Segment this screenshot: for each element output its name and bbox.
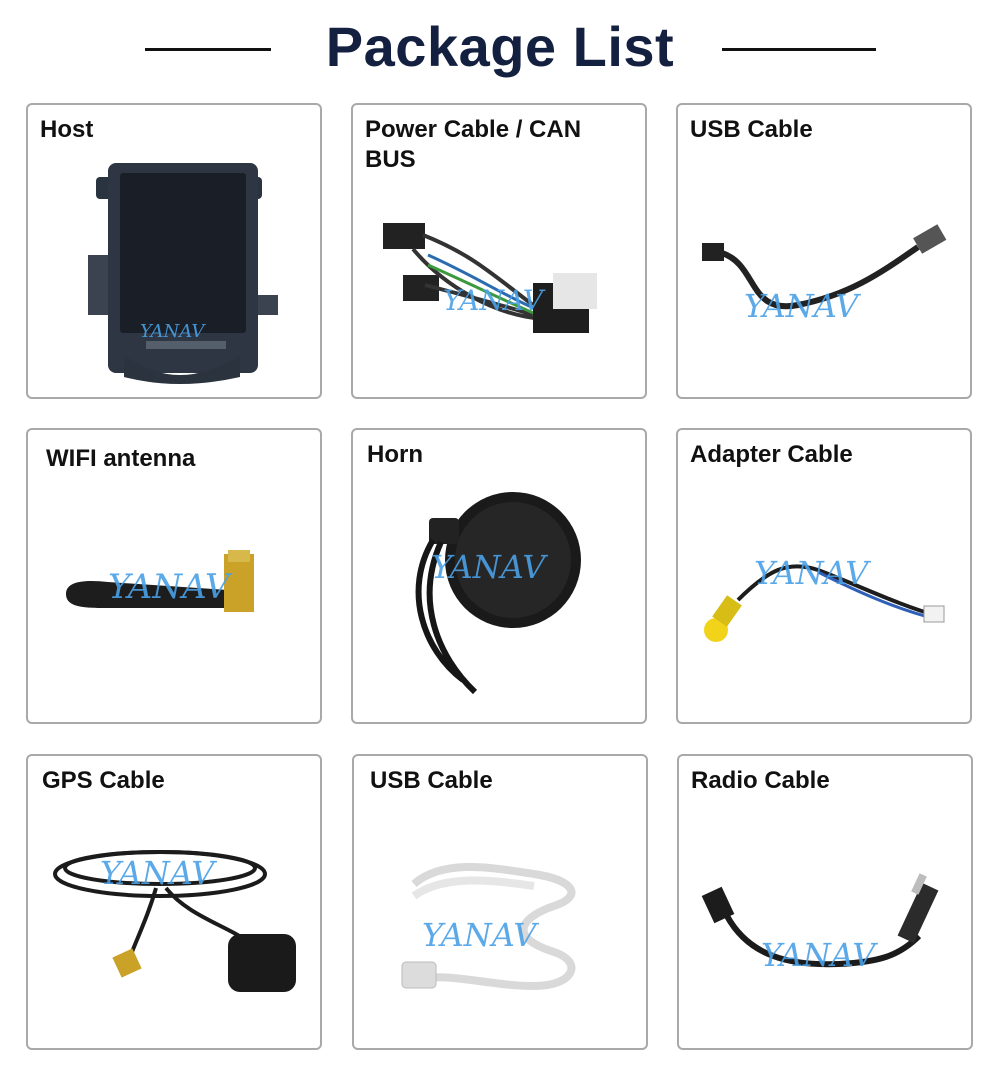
watermark-text: YANAV (108, 567, 233, 607)
item-card-adapter-cable: YANAV Adapter Cable (676, 428, 972, 724)
page-title: Package List (325, 15, 675, 78)
watermark-text: YANAV (100, 854, 217, 892)
item-label: Adapter Cable (690, 441, 853, 468)
item-label: USB Cable (370, 767, 493, 794)
watermark-text: YANAV (431, 548, 548, 586)
item-label: Host (40, 116, 94, 143)
item-card-horn: YANAV Horn (351, 428, 647, 724)
gps-antenna-icon: YANAV (53, 850, 296, 992)
page-header: Package List (0, 0, 1000, 100)
watermark-text: YANAV (443, 284, 546, 317)
radio-cable-icon: YANAV (701, 873, 939, 974)
item-label: Horn (367, 441, 423, 468)
item-label: WIFI antenna (46, 445, 196, 472)
title-rule-right (722, 48, 876, 51)
item-card-gps-cable: YANAV GPS Cable (26, 754, 322, 1050)
item-label: USB Cable (690, 116, 813, 143)
watermark-text: YANAV (422, 916, 539, 954)
item-label: Power Cable / CAN BUS (365, 116, 582, 173)
speaker-icon: YANAV (415, 492, 581, 695)
wiring-harness-icon: YANAV (383, 223, 597, 333)
watermark-text: YANAV (761, 936, 878, 974)
watermark-text: YANAV (744, 287, 861, 325)
item-label: GPS Cable (42, 767, 165, 794)
item-card-usb-cable: YANAV USB Cable (676, 103, 972, 399)
item-card-wifi-antenna: YANAV WIFI antenna (26, 428, 322, 724)
car-head-unit-icon: YANAV (88, 163, 278, 384)
item-card-power-cable: YANAV Power Cable / CAN BUS (351, 103, 647, 399)
wifi-antenna-icon: YANAV (66, 550, 254, 612)
watermark-text: YANAV (754, 554, 871, 592)
white-usb-cable-icon: YANAV (401, 863, 576, 991)
usb-cable-icon: YANAV (702, 224, 947, 325)
item-card-white-usb-cable: YANAV USB Cable (352, 754, 648, 1050)
watermark-text: YANAV (140, 321, 206, 342)
title-rule-left (145, 48, 271, 51)
item-label: Radio Cable (691, 767, 830, 794)
rca-adapter-cable-icon: YANAV (704, 554, 945, 642)
item-card-radio-cable: YANAV Radio Cable (677, 754, 973, 1050)
item-card-host: YANAV Host (26, 103, 322, 399)
